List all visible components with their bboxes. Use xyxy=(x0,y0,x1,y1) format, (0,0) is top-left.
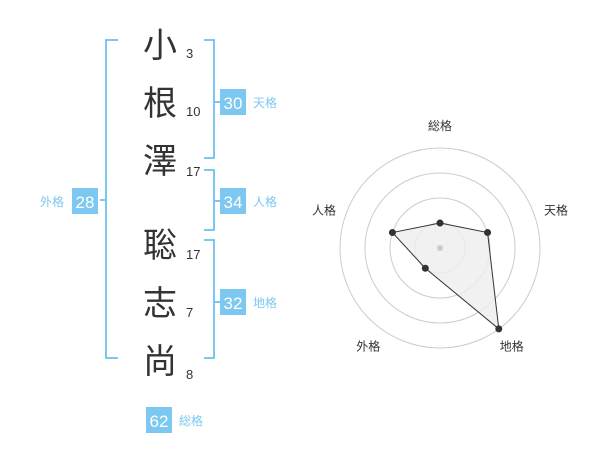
chikaku-bracket xyxy=(204,239,220,359)
soukaku-value: 62 xyxy=(150,412,169,431)
name-char-1: 小 xyxy=(143,26,177,66)
radar-ring-3 xyxy=(364,172,516,324)
radar-point-4 xyxy=(421,264,429,272)
name-char-3: 澤 xyxy=(143,142,177,182)
radar-point-3 xyxy=(495,325,503,333)
radar-axis-label-4: 外格 xyxy=(356,339,380,354)
tenkaku-value: 30 xyxy=(224,94,243,113)
stroke-count-6: 8 xyxy=(186,367,193,382)
radar-axis-label-3: 地格 xyxy=(500,339,524,354)
radar-axis-label-1: 総格 xyxy=(428,118,452,133)
stroke-count-3: 17 xyxy=(186,164,200,179)
stroke-count-2: 10 xyxy=(186,104,200,119)
gaikaku-badge xyxy=(72,188,98,214)
stroke-count-4: 17 xyxy=(186,247,200,262)
stroke-count-1: 3 xyxy=(186,46,193,61)
jinkaku-value: 34 xyxy=(224,193,243,212)
radar-ring-2 xyxy=(389,197,491,299)
name-char-4: 聡 xyxy=(143,226,177,266)
soukaku-label: 総格 xyxy=(179,413,203,428)
tenkaku-badge xyxy=(220,89,246,115)
stroke-count-5: 7 xyxy=(186,305,193,320)
soukaku-badge xyxy=(146,407,172,433)
gaikaku-value: 28 xyxy=(76,193,95,212)
radar-point-5 xyxy=(388,229,396,237)
chikaku-label: 地格 xyxy=(253,295,277,310)
tenkaku-bracket xyxy=(204,39,220,159)
name-char-2: 根 xyxy=(143,84,177,124)
radar-ring-4 xyxy=(339,147,541,349)
gaikaku-bracket xyxy=(100,39,118,359)
jinkaku-badge xyxy=(220,188,246,214)
radar-data-polygon xyxy=(391,222,500,331)
jinkaku-bracket xyxy=(204,169,220,231)
radar-center-dot xyxy=(437,245,443,251)
chikaku-badge xyxy=(220,289,246,315)
gaikaku-label: 外格 xyxy=(40,194,64,209)
name-char-5: 志 xyxy=(143,284,177,324)
radar-point-1 xyxy=(436,219,444,227)
radar-axis-label-5: 人格 xyxy=(312,202,336,217)
chikaku-value: 32 xyxy=(224,294,243,313)
jinkaku-label: 人格 xyxy=(253,194,277,209)
radar-point-2 xyxy=(484,229,492,237)
radar-axis-label-2: 天格 xyxy=(544,202,568,217)
tenkaku-label: 天格 xyxy=(253,95,277,110)
name-char-6: 尚 xyxy=(143,342,177,382)
